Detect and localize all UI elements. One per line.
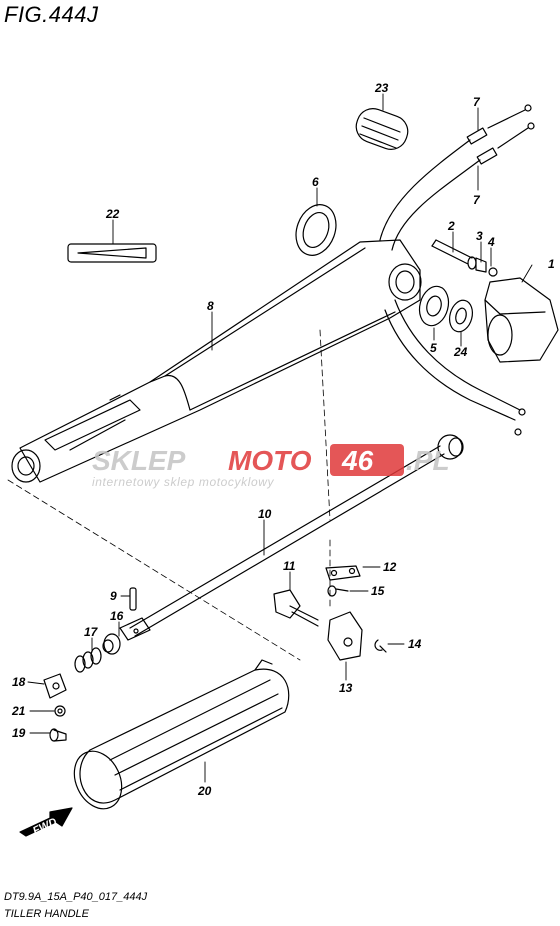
part-24-washer: [448, 299, 474, 333]
assembly-lines: [7, 329, 331, 661]
callout-17: 17: [84, 625, 99, 639]
parts-2-3-4-hardware: [431, 239, 498, 277]
part-18-block: [43, 673, 67, 699]
fwd-arrow: [19, 807, 73, 837]
callout-7b: 7: [473, 193, 481, 207]
part-1-cover: [484, 277, 559, 363]
watermark-tagline: internetowy sklep motocyklowy: [92, 475, 275, 489]
part-10-throttle-shaft: [119, 434, 464, 641]
part-12-plate: [325, 565, 361, 581]
callout-3: 3: [476, 229, 483, 243]
callout-8: 8: [207, 299, 214, 313]
watermark-brand-a: SKLEP: [92, 445, 186, 476]
callout-15: 15: [371, 584, 385, 598]
part-6-ring: [295, 204, 337, 256]
callout-21: 21: [11, 704, 26, 718]
callout-4: 4: [487, 235, 495, 249]
part-17-spring: [74, 647, 102, 673]
part-20-grip: [73, 659, 290, 810]
callout-numbers: 1 2 3 4 5 6 7 7 8 9 10 11 12 13 14 15 16…: [11, 81, 555, 798]
callout-19: 19: [12, 726, 26, 740]
part-11-bracket: [273, 589, 319, 627]
callout-11: 11: [283, 559, 296, 573]
leader-lines: [27, 93, 533, 783]
part-15-screw: [327, 585, 349, 597]
callout-23: 23: [374, 81, 389, 95]
callout-9: 9: [110, 589, 117, 603]
callout-5: 5: [430, 341, 437, 355]
footer-name: TILLER HANDLE: [4, 908, 89, 920]
part-22-label: [67, 243, 157, 263]
fwd-label: FWD: [31, 816, 59, 837]
part-5-washer: [418, 285, 450, 327]
footer-code: DT9.9A_15A_P40_017_444J: [4, 891, 148, 903]
callout-16: 16: [110, 609, 124, 623]
part-23-grommet: [355, 108, 409, 150]
callout-2: 2: [447, 219, 455, 233]
watermark-brand-b: MOTO: [228, 445, 312, 476]
callout-20: 20: [197, 784, 212, 798]
part-16-bushing: [102, 633, 121, 655]
callout-18: 18: [12, 675, 26, 689]
figure-title: FIG.444J: [4, 2, 99, 27]
part-19-screw: [49, 728, 67, 742]
part-8-tiller-arm: [11, 239, 422, 483]
callout-10: 10: [258, 507, 272, 521]
callout-22: 22: [105, 207, 120, 221]
callout-6: 6: [312, 175, 319, 189]
watermark-brand-d: .PL: [406, 445, 450, 476]
watermark-badge: [330, 444, 404, 476]
part-21-lockwasher: [54, 705, 66, 717]
part-9-pin: [129, 587, 137, 611]
callout-24: 24: [453, 345, 468, 359]
callout-12: 12: [383, 560, 397, 574]
callout-13: 13: [339, 681, 353, 695]
watermark: SKLEP MOTO 46 .PL internetowy sklep moto…: [92, 444, 450, 489]
callout-1: 1: [548, 257, 555, 271]
part-13-clamp: [327, 611, 363, 661]
throttle-cables: [379, 104, 535, 436]
callout-14: 14: [408, 637, 422, 651]
callout-7a: 7: [473, 95, 481, 109]
watermark-brand-c: 46: [341, 445, 374, 476]
part-14-clip: [374, 639, 387, 653]
